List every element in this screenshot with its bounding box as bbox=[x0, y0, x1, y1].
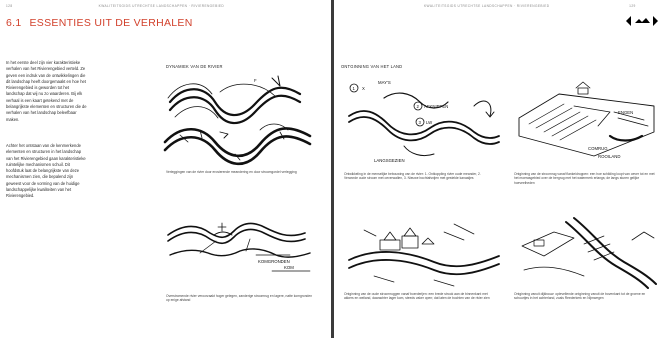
sketch-label-comrug: COMRUG bbox=[588, 146, 608, 151]
caption-reclamation-1: Ontwikkeling in de menselijke bebouwing … bbox=[344, 172, 494, 181]
river-reclamation-sketch-3 bbox=[344, 210, 504, 290]
river-reclamation-sketch-1: 1 X MAY'S 2 AFKNIPPEN 3 LW LANGSGEZIEN bbox=[344, 76, 504, 166]
sketch-label-kom: KOM bbox=[284, 265, 294, 270]
sketch-label-rooiland: ROOILAND bbox=[598, 154, 620, 159]
chevron-right-icon[interactable] bbox=[653, 16, 658, 26]
sketch-label-lansgezien: LANGSGEZIEN bbox=[374, 158, 405, 163]
page-number: 129 bbox=[629, 4, 636, 8]
chapter-heading: 6.1 ESSENTIES UIT DE VERHALEN bbox=[6, 17, 193, 29]
chapter-title: ESSENTIES UIT DE VERHALEN bbox=[30, 17, 193, 29]
mechanisms-paragraph: Achter het ontstaan van de kenmerkende e… bbox=[6, 143, 88, 200]
chapter-number: 6.1 bbox=[6, 17, 22, 29]
sketch-label-f: F bbox=[254, 78, 257, 83]
running-header: KWALITEITSGIDS UTRECHTSE LANDSCHAPPEN · … bbox=[424, 4, 549, 8]
caption-reclamation-3: Ontginning van de oude stroomruggen vana… bbox=[344, 292, 494, 301]
river-reclamation-sketch-4 bbox=[514, 210, 659, 290]
sketch-label-n3: 3 bbox=[419, 120, 422, 125]
sketch-label-enger: ENGEN bbox=[618, 110, 633, 115]
sketch-label-n1: 1 bbox=[353, 86, 356, 91]
caption-reclamation-4: Ontginning vanuit dijkbouw: oplevellende… bbox=[514, 292, 659, 301]
caption-river-cross-section: Overstromende rivier veroorzaakt hoger g… bbox=[166, 294, 316, 303]
right-page: KWALITEITSGIDS UTRECHTSE LANDSCHAPPEN · … bbox=[334, 0, 665, 338]
river-cross-section-sketch: KOMGRONDEN KOM bbox=[160, 205, 320, 283]
left-page: 128 KWALITEITSGIDS UTRECHTSE LANDSCHAPPE… bbox=[0, 0, 331, 338]
page-number: 128 bbox=[6, 4, 13, 8]
landscape-logo-icon bbox=[635, 18, 650, 23]
figure-title-river-dynamics: DYNAMIEK VAN DE RIVIER bbox=[166, 64, 223, 69]
figure-title-land-reclamation: ONTGINNING VAN HET LAND bbox=[341, 64, 402, 69]
page-navigation[interactable] bbox=[625, 14, 659, 28]
sketch-label-n2: 2 bbox=[417, 104, 420, 109]
river-meander-sketch: F bbox=[160, 72, 320, 167]
sketch-label-komgronden: KOMGRONDEN bbox=[258, 259, 290, 264]
sketch-label-x: X bbox=[362, 86, 365, 91]
sketch-label-mays: MAY'S bbox=[378, 80, 391, 85]
running-header: KWALITEITSGIDS UTRECHTSE LANDSCHAPPEN · … bbox=[99, 4, 224, 8]
left-page-header: 128 KWALITEITSGIDS UTRECHTSE LANDSCHAPPE… bbox=[6, 4, 224, 8]
caption-river-meander: Verleggingen van de rivier door erosiere… bbox=[166, 170, 316, 174]
sketch-label-lw: LW bbox=[426, 120, 433, 125]
sketch-label-afknippen: AFKNIPPEN bbox=[424, 104, 448, 109]
caption-reclamation-2: Ontginning van de stroomrug vanaf flanke… bbox=[514, 172, 659, 185]
river-reclamation-sketch-2: ENGEN COMRUG ROOILAND bbox=[514, 76, 659, 166]
chevron-left-icon[interactable] bbox=[626, 16, 631, 26]
right-page-header: KWALITEITSGIDS UTRECHTSE LANDSCHAPPEN · … bbox=[424, 4, 636, 8]
intro-paragraph: In het eerste deel zijn vier karakterist… bbox=[6, 60, 88, 123]
